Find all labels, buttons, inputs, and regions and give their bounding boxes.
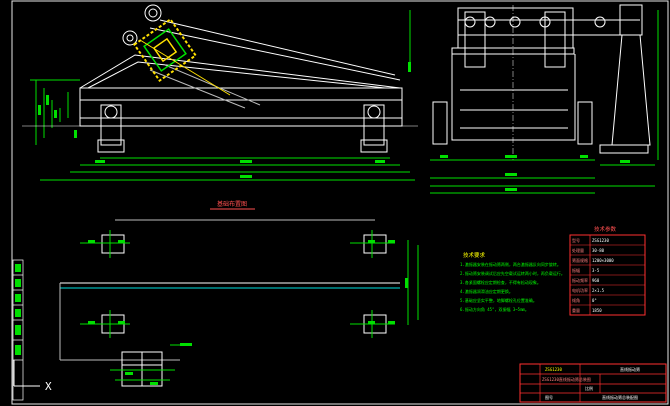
title-code: ZSG1230 — [545, 367, 562, 372]
param-label: 处理量 — [572, 247, 584, 253]
left-margin-text — [15, 264, 21, 355]
foundation-plan — [59, 219, 400, 387]
param-value: 30-80 — [592, 248, 605, 253]
side-elevation-view — [79, 4, 403, 153]
note-1: 1.激振器安装在振动筛两侧，两台激振器反向同步旋转。 — [460, 261, 561, 267]
note-4: 4.激振器润滑油应定期更换。 — [460, 288, 513, 294]
param-label: 电机功率 — [572, 287, 588, 293]
technical-notes: 技术要求 1.激振器安装在振动筛两侧，两台激振器反向同步旋转。 2.振动筛安装调… — [460, 251, 565, 312]
notes-heading: 技术要求 — [463, 251, 486, 259]
param-value: 0° — [592, 298, 597, 303]
side-view-dim-text — [38, 62, 411, 178]
param-label: 振动频率 — [572, 277, 588, 283]
param-value: 1200×3000 — [592, 258, 614, 263]
section-title: 基础布置图 — [217, 200, 247, 208]
end-view-dimensions — [430, 10, 659, 194]
foundation-dim-text — [88, 240, 408, 385]
side-view-dimensions — [30, 10, 415, 181]
end-view-dim-text — [440, 155, 630, 191]
ucs-icon — [13, 360, 40, 387]
title-row2: 比例 — [585, 385, 593, 391]
title-row4: 直线振动筛总装配图 — [602, 394, 638, 400]
param-label: 型号 — [572, 237, 580, 243]
ucs-x-label: X — [45, 380, 52, 393]
exciter-axis — [139, 39, 231, 96]
param-value: 1850 — [592, 308, 602, 313]
left-margin-table — [12, 259, 24, 401]
note-2: 2.振动筛安装调试后应先空载试运转两小时，再负载运行。 — [460, 270, 565, 276]
param-label: 重量 — [572, 307, 580, 313]
param-value: 960 — [592, 278, 600, 283]
param-value: 3-5 — [592, 268, 600, 273]
foundation-dims — [80, 230, 419, 381]
param-value: 2×1.5 — [592, 288, 605, 293]
param-label: 倾角 — [572, 297, 580, 303]
end-elevation-view — [432, 4, 651, 154]
param-value: ZSG1230 — [592, 238, 609, 243]
note-5: 5.基础应坚实平整，地脚螺栓孔位置准确。 — [460, 297, 537, 303]
title-block: ZSG1230 直线振动筛 ZSG1230直线振动筛总装图 比例 图号 直线振动… — [519, 363, 667, 403]
title-row3: 图号 — [545, 394, 553, 400]
param-label: 筛面规格 — [572, 257, 588, 263]
parameter-table: 技术参数 型号 ZSG1230 处理量 30-80 筛面规格 1200×3000… — [569, 225, 646, 316]
exciter-assembly — [132, 17, 198, 83]
note-6: 6.振动方向角 45°，双振幅 3~5mm。 — [460, 306, 529, 312]
drawing-frame — [11, 0, 669, 405]
title-row1: ZSG1230直线振动筛总装图 — [542, 376, 591, 382]
params-heading: 技术参数 — [594, 225, 617, 233]
param-label: 振幅 — [572, 267, 580, 273]
title-name: 直线振动筛 — [620, 366, 640, 372]
note-3: 3.各紧固螺栓应定期检查，不得有松动现象。 — [460, 279, 541, 285]
